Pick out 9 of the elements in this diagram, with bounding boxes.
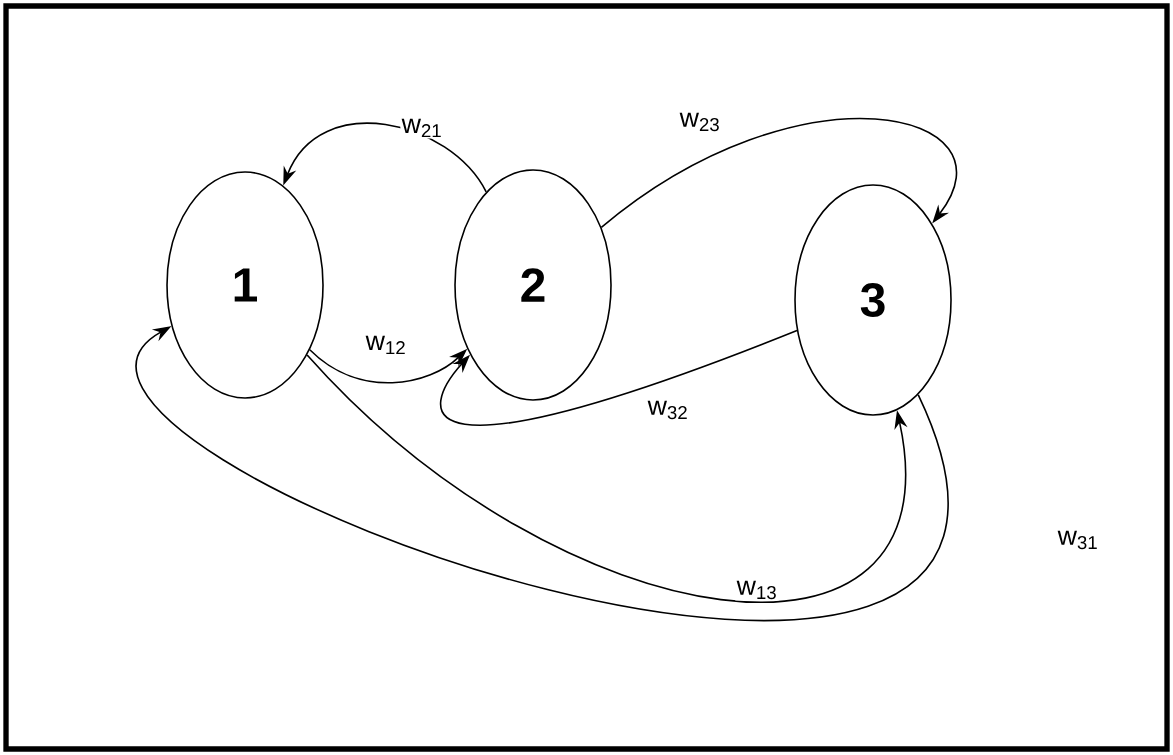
edge-label: w$_{31}$	[1056, 529, 1100, 551]
edge-label: w$_{32}$	[646, 399, 690, 421]
edge-label: w$_{21}$	[400, 117, 444, 139]
edge-label: w$_{13}$	[735, 579, 779, 601]
edge-label: w$_{23}$	[678, 111, 722, 133]
arrow	[283, 122, 487, 193]
arrow	[600, 118, 957, 229]
edge-label: w$_{12}$	[364, 334, 408, 356]
arrow	[440, 329, 798, 426]
